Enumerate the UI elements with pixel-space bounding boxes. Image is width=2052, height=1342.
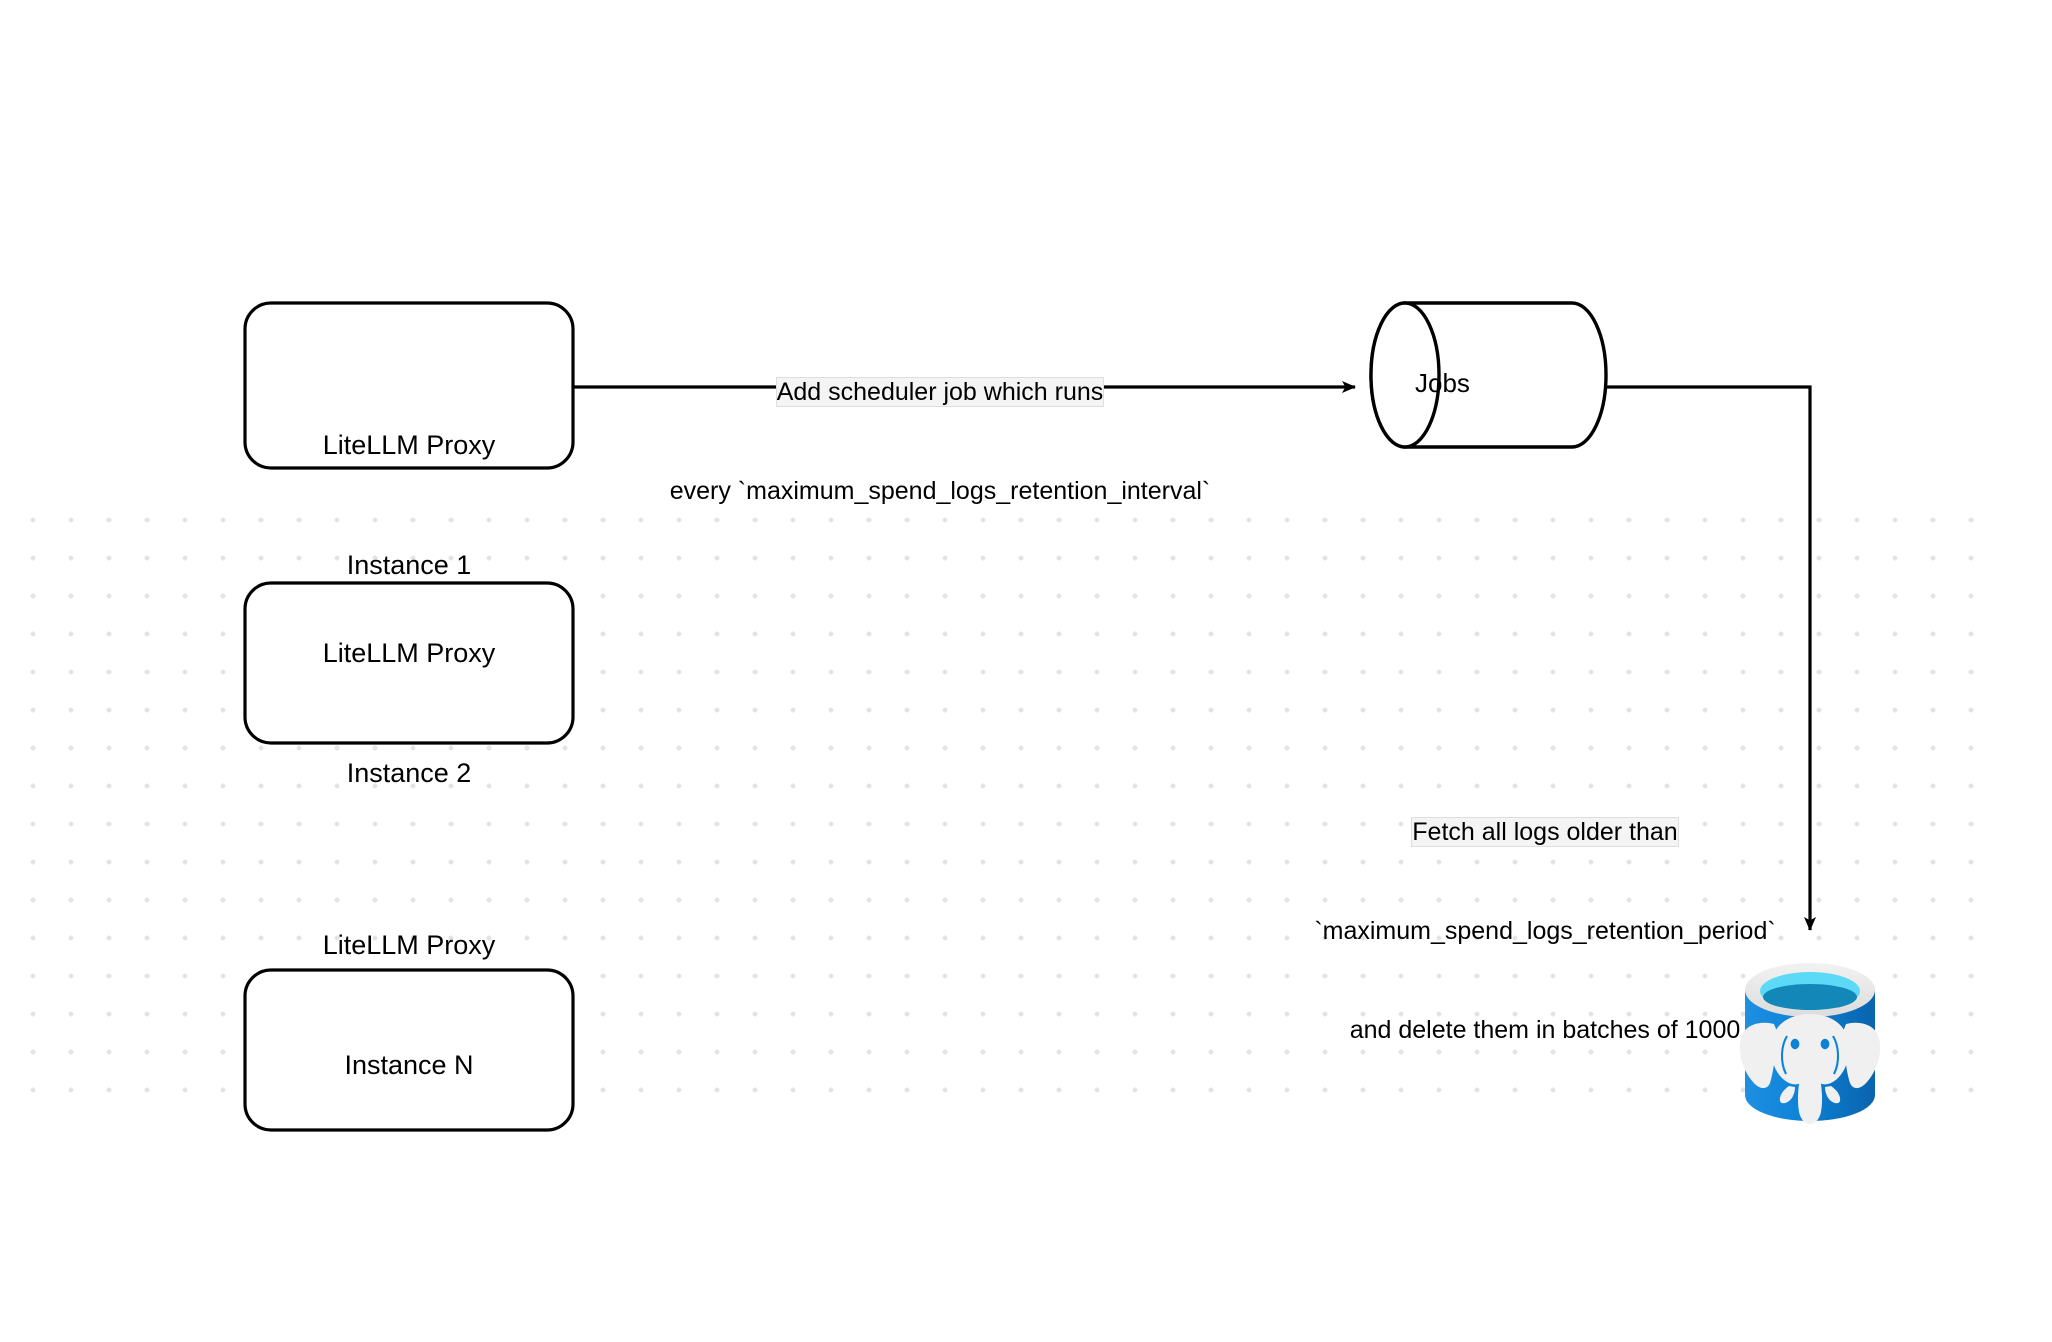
node-proxy-instance-2[interactable] (243, 581, 575, 745)
edge-delete-label-line2: `maximum_spend_logs_retention_period` (1314, 917, 1776, 945)
node-proxy-instance-n[interactable] (243, 968, 575, 1132)
node-postgres-database[interactable] (1739, 963, 1881, 1124)
node-jobs-label: Jobs (1415, 368, 1470, 398)
node-proxy-instance-n-label: LiteLLM Proxy Instance N (322, 930, 496, 1080)
edge-scheduler-label-line1: Add scheduler job which runs (776, 378, 1104, 406)
node-proxy-instance-2-label: LiteLLM Proxy Instance 2 (322, 638, 496, 788)
edge-delete-label: Fetch all logs older than `maximum_spend… (1245, 750, 1845, 1113)
postgresql-elephant-icon (1739, 1014, 1881, 1124)
edge-scheduler-label-line2: every `maximum_spend_logs_retention_inte… (669, 477, 1211, 505)
edge-delete-label-line1: Fetch all logs older than (1412, 818, 1678, 846)
edge-delete-label-line3: and delete them in batches of 1000 (1349, 1016, 1741, 1044)
node-jobs-cylinder[interactable] (1369, 301, 1608, 449)
edge-scheduler-label: Add scheduler job which runs every `maxi… (590, 310, 1290, 574)
edge-delete-line[interactable] (1606, 385, 1816, 931)
node-proxy-instance-1-label: LiteLLM Proxy Instance 1 (322, 430, 496, 580)
